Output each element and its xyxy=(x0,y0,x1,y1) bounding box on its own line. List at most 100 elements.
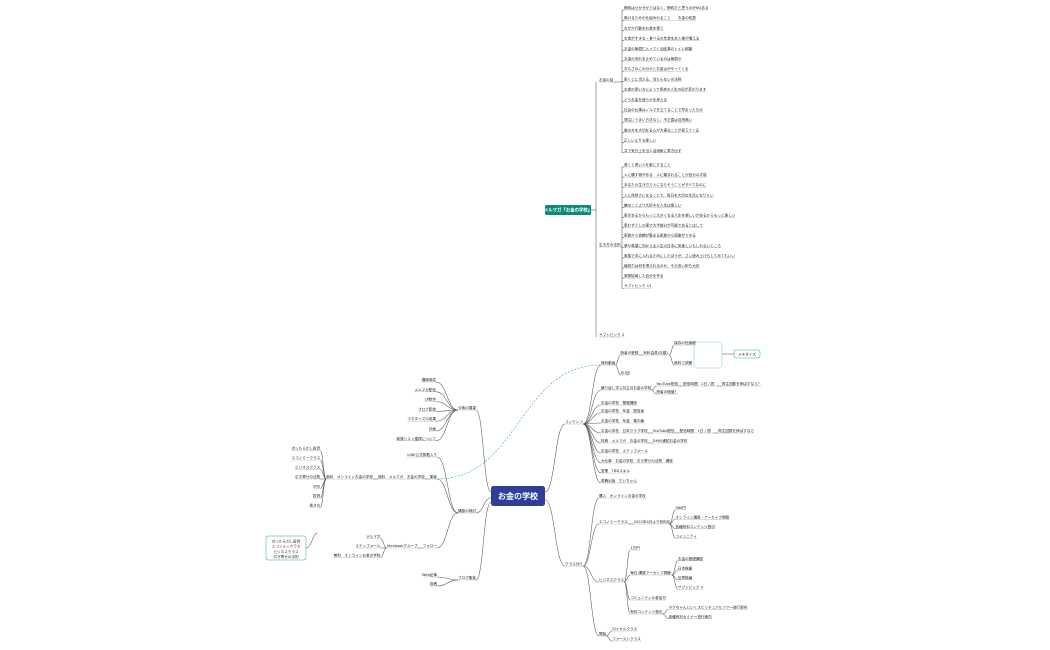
lecture-branch[interactable]: 講座の検討 xyxy=(458,508,476,513)
class-leaf[interactable]: オンライン講座・アーカイブ視聴 xyxy=(675,514,729,519)
lecture-callout-line[interactable]: ビジネスクラス xyxy=(273,549,298,554)
blog-branch[interactable]: ブログ集客 xyxy=(458,575,476,580)
contents-item[interactable]: お金の学校 日本クラブ学校 xyxy=(601,428,648,433)
lecture-leaf[interactable]: ほったらかし投資 xyxy=(291,446,320,451)
contents-item[interactable]: 無料動画 xyxy=(601,360,616,365)
class-item[interactable]: エコノミークラス xyxy=(599,519,628,524)
blog-item[interactable]: 投稿 xyxy=(430,581,438,586)
class-leaf[interactable]: 980円 xyxy=(675,506,686,510)
life-rules-item[interactable]: 思わず少しの事で大半部分が可能であるとはして xyxy=(624,223,703,228)
lecture-leaf[interactable]: メルマガ xyxy=(366,534,381,539)
contents-sub-node[interactable]: 月1回 xyxy=(620,370,630,375)
top-branch-node[interactable] xyxy=(545,205,591,215)
lecture-leaf[interactable]: ステップメール xyxy=(355,543,381,548)
life-rules-item[interactable]: サブトピック 13 xyxy=(624,283,651,288)
lecture-leaf[interactable]: SNS xyxy=(313,485,321,489)
lecture-leaf[interactable]: 投資 xyxy=(313,493,321,498)
lecture-leaf[interactable]: エコノミークラス xyxy=(292,455,321,460)
class-sub[interactable]: 2022年4月より有料化 xyxy=(634,519,671,524)
life-rules-item[interactable]: 家があるからもっと大きくなる人生を楽しいがあるからもっと楽しい xyxy=(624,213,736,218)
lecture-leaf[interactable]: 書き方 xyxy=(309,503,320,508)
contents-sub-node[interactable]: DMの通知お金の学校 xyxy=(653,438,688,443)
money-talk-item[interactable]: 共で気分上を当人活用術に書き出す xyxy=(624,148,682,153)
contents-item[interactable]: 繰り返し学ぶ月主月お金の学校 xyxy=(601,385,652,390)
money-talk-item[interactable]: 働き方を大切なる心が大事なことが見えてくる xyxy=(624,127,700,132)
class-leaf[interactable]: 各種有料セミナー旅行案内 xyxy=(669,614,713,619)
class-leaf[interactable]: コミュニティ xyxy=(675,533,696,538)
future-item[interactable]: メルマガ配信 xyxy=(414,387,436,392)
contents-sub-node[interactable]: 無料で試聴 xyxy=(674,360,692,365)
class-leaf[interactable]: 世界株編 xyxy=(678,575,693,580)
lecture-item[interactable]: フォロー xyxy=(423,543,438,548)
lecture-item[interactable]: LINE公式発着入り xyxy=(407,452,437,457)
contents-item[interactable]: お金の学校 基礎講座 xyxy=(601,400,637,405)
class-item[interactable]: 開始 xyxy=(599,631,607,636)
money-talk-item[interactable]: なぜか行動をお金を使う xyxy=(624,25,664,30)
class-sub[interactable]: コミュニティの参加可 xyxy=(630,595,666,600)
subtopic-3[interactable]: サブトピック 3 xyxy=(599,332,624,337)
money-talk-item[interactable]: 家くじに当たる、当たらないの法則 xyxy=(624,76,682,81)
contents-sub-node[interactable]: 配信時間 1日 / 週 xyxy=(683,381,714,386)
life-rules-item[interactable]: 家族で手に入れるためにしたほうが、さい読み上げもしてみてもいい xyxy=(624,253,735,258)
contents-item[interactable]: 営業 TBDスキル xyxy=(601,468,630,473)
lecture-item[interactable]: 集客 xyxy=(430,474,438,479)
contents-sub-node[interactable]: YouTube配信 xyxy=(656,381,678,386)
life-rules-item[interactable]: 家族から信頼が集まる家族から感謝ができる xyxy=(624,233,696,238)
class-leaf[interactable]: お金の基礎講座 xyxy=(678,556,704,561)
top-branch-label[interactable]: メルマガ『お金の学校』 xyxy=(544,207,592,214)
money-talk-item[interactable]: 正しいよりも楽しい xyxy=(624,138,657,143)
contents-item[interactable]: 大仕事 お金の学校 引き寄せの法則 講座 xyxy=(601,458,673,463)
life-rules-item[interactable]: 人に自然さになることで、毎日を大切な生活になりたい xyxy=(624,192,714,197)
contents-item[interactable]: お金の学校 ステップメール xyxy=(601,448,648,453)
contents-sub-node[interactable]: 配信時間 1日 / 週 xyxy=(680,428,711,433)
lecture-sub[interactable]: 無料 オンラインお金の学校 xyxy=(326,474,373,479)
class-leaf[interactable]: 日本株編 xyxy=(678,565,693,570)
contents-sub-node[interactable]: 再生回数を伸ばすなら xyxy=(718,428,754,433)
contents-sub-node[interactable]: 再生回数を伸ばすなら？ xyxy=(722,381,762,386)
future-item[interactable]: ブログ配信 xyxy=(418,406,436,411)
class-sub[interactable]: 1万円 xyxy=(630,546,640,550)
class-leaf[interactable]: 各種有料コンテンツ割引 xyxy=(675,524,715,529)
life-rules-item[interactable]: 人に頼す物がある 人に頼まれることが自分の才能 xyxy=(624,172,707,177)
contents-sub-node[interactable]: 保存の世論帳 xyxy=(674,340,696,345)
monetize-callout-label[interactable]: メキタイズ xyxy=(738,352,756,357)
future-branch[interactable]: 今後の展望 xyxy=(458,405,476,410)
life-rules-item[interactable]: 嫌なことより大好きな人生は楽しい xyxy=(624,202,682,207)
lecture-callout[interactable] xyxy=(265,535,307,561)
money-talk-item[interactable]: お金の使い方によって将来の人生の形が変わります xyxy=(624,87,707,92)
money-talk-item[interactable]: 社会の仕事はノルマを立てることで早まったもの xyxy=(624,107,703,112)
class-leaf[interactable]: ネクちゃんといくスピリチュアルツアー旅行案内 xyxy=(669,604,748,609)
future-item[interactable]: 計画 xyxy=(429,426,437,431)
class-item[interactable]: 購入 オンラインお金の学校 xyxy=(599,493,646,498)
class-sub[interactable]: ロイヤルクラス xyxy=(612,626,637,631)
lecture-sub[interactable]: facebookグループ xyxy=(387,543,418,548)
money-talk-item[interactable]: 節約はせかせかではなく、節約だと思うのがNGある xyxy=(624,5,709,10)
class-branch[interactable]: クラス分け xyxy=(565,561,583,566)
future-item[interactable]: マネタイズの成果 xyxy=(407,416,436,421)
life-rules-item[interactable]: 実際結局した自分を作る xyxy=(624,273,664,278)
money-talk-item[interactable]: お金がすきな・食べるの年金をあと乗が増える xyxy=(624,36,700,41)
contents-item[interactable]: 書籍出版 だいちゃん xyxy=(601,478,637,483)
money-talk-item[interactable]: お金の流れを止めているのは無償か xyxy=(624,56,682,61)
life-rules-item[interactable]: あなたの生き方で人にならそうことがすべてなのに xyxy=(624,182,707,187)
life-rules[interactable]: 生き方の法則 xyxy=(599,242,621,247)
lecture-callout-line[interactable]: 引き寄せの法則 xyxy=(273,554,299,559)
contents-item[interactable]: 特典 メルマガ お金の学校 xyxy=(601,438,648,443)
money-talk-item[interactable]: 働けるための仕組みれること お金の知恵 xyxy=(624,15,696,20)
contents-sub-node[interactable]: 読者の登録 xyxy=(620,350,638,355)
lecture-leaf[interactable]: ビジネスクラス xyxy=(295,465,320,470)
contents-branch[interactable]: コンテンツ xyxy=(565,419,583,424)
contents-sub-node[interactable]: 読者の価値？ xyxy=(656,389,678,394)
class-sub[interactable]: 有料コンテンツ割引 xyxy=(630,609,663,614)
monetize-callout[interactable] xyxy=(733,349,761,359)
future-item[interactable]: 新規リスト獲得について xyxy=(397,436,437,441)
class-leaf[interactable]: サブトピック 4 xyxy=(678,584,704,589)
money-talk-item[interactable]: おもさのにの分かとお金はがやってくる xyxy=(624,66,689,71)
money-talk[interactable]: お金の話 xyxy=(599,77,614,82)
life-rules-item[interactable]: 継続力は何を得られるのか、その言い訳も大切 xyxy=(624,263,700,268)
lecture-leaf[interactable]: 引き寄せの法則 xyxy=(295,474,321,479)
lecture-sub[interactable]: 無料 メルマガ お金の学校 xyxy=(378,474,425,479)
future-item[interactable]: LP制作 xyxy=(425,397,437,402)
lecture-callout-line[interactable]: エコノミークラス xyxy=(272,544,301,549)
contents-item[interactable]: お金の学校 年金 配信者 xyxy=(601,408,645,413)
